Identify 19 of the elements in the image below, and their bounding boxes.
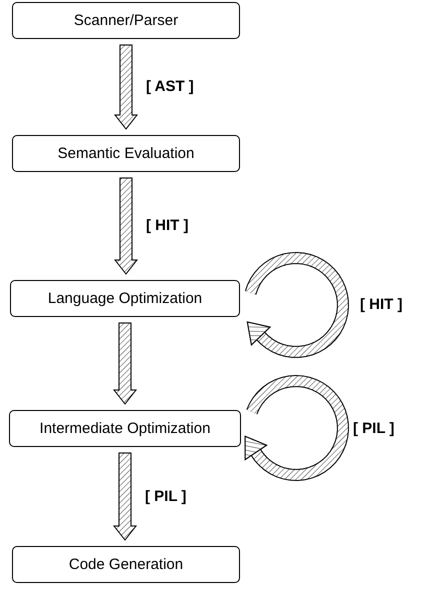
box-label: Language Optimization: [48, 290, 202, 307]
box-label: Semantic Evaluation: [58, 145, 194, 162]
block-arrow: [114, 44, 138, 130]
process-box: [12, 546, 240, 583]
edge-label: [ HIT ]: [144, 217, 190, 234]
box-label: Code Generation: [68, 556, 184, 573]
edge-label: [ HIT ]: [358, 296, 404, 313]
process-box: [9, 410, 241, 447]
block-arrow: [112, 452, 138, 541]
block-arrow: [114, 178, 138, 275]
edge-label: [ AST ]: [144, 78, 196, 95]
process-box: [12, 2, 240, 39]
process-box: [10, 280, 240, 317]
process-box: [12, 135, 240, 172]
box-label: Scanner/Parser: [74, 12, 178, 29]
edge-label: [ PIL ]: [351, 420, 396, 437]
box-label: Intermediate Optimization: [40, 420, 210, 437]
edge-label: [ PIL ]: [143, 488, 188, 504]
block-arrow: [112, 322, 138, 405]
